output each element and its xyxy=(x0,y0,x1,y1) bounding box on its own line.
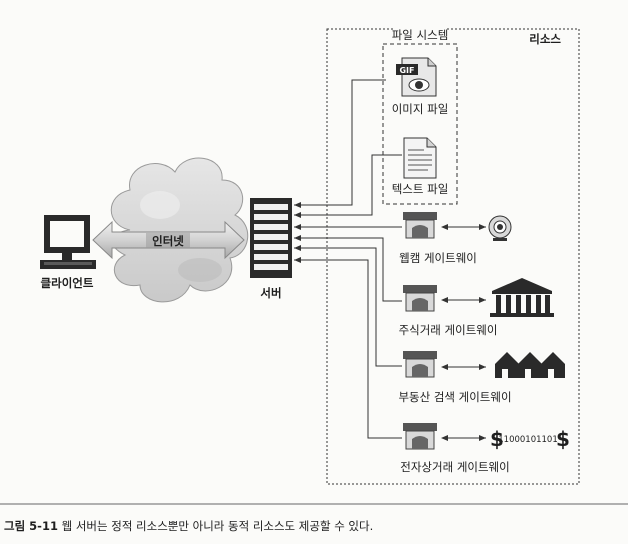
caption-text: 웹 서버는 정적 리소스뿐만 아니라 동적 리소스도 제공할 수 있다. xyxy=(61,519,374,533)
resources-label: 리소스 xyxy=(529,32,561,46)
figure-caption: 그림 5-11 웹 서버는 정적 리소스뿐만 아니라 동적 리소스도 제공할 수… xyxy=(4,518,373,534)
stock-gateway-icon xyxy=(403,285,437,312)
stock-gateway-label: 주식거래 게이트웨이 xyxy=(399,323,498,337)
image-file-label: 이미지 파일 xyxy=(392,102,449,116)
text-file-label: 텍스트 파일 xyxy=(392,182,449,196)
server-connectors xyxy=(294,79,402,439)
internet-label: 인터넷 xyxy=(152,234,184,248)
client-computer-icon xyxy=(40,215,96,269)
internet-cloud xyxy=(110,157,249,303)
gif-badge: GIF xyxy=(399,66,414,75)
ecommerce-money-icon: $ 11000101101 $ xyxy=(490,427,570,451)
dollar-right: $ xyxy=(556,427,570,451)
realestate-gateway-icon xyxy=(403,351,437,378)
filesystem-label: 파일 시스템 xyxy=(392,28,449,42)
webcam-gateway-label: 웹캠 게이트웨이 xyxy=(399,251,477,265)
houses-icon xyxy=(495,352,565,378)
server-label: 서버 xyxy=(260,286,281,300)
ecommerce-gateway-label: 전자상거래 게이트웨이 xyxy=(400,460,509,474)
resources-box xyxy=(326,28,580,485)
webcam-gateway-icon xyxy=(403,212,437,239)
gateway-source-links xyxy=(441,224,486,441)
dollar-left: $ xyxy=(490,427,504,451)
gateway-icons xyxy=(403,212,437,450)
internet-pipe: 인터넷 xyxy=(92,220,245,260)
binary-text: 11000101101 xyxy=(498,435,558,445)
filesystem-box xyxy=(382,43,458,205)
figure-number: 그림 5-11 xyxy=(4,519,58,533)
ecommerce-gateway-icon xyxy=(403,423,437,450)
text-file-icon xyxy=(403,137,437,179)
client-label: 클라이언트 xyxy=(41,276,94,290)
server-icon xyxy=(250,198,292,278)
realestate-gateway-label: 부동산 검색 게이트웨이 xyxy=(398,390,511,404)
image-file-icon: GIF xyxy=(396,57,437,97)
bank-icon xyxy=(490,278,554,317)
webcam-icon xyxy=(488,215,512,241)
